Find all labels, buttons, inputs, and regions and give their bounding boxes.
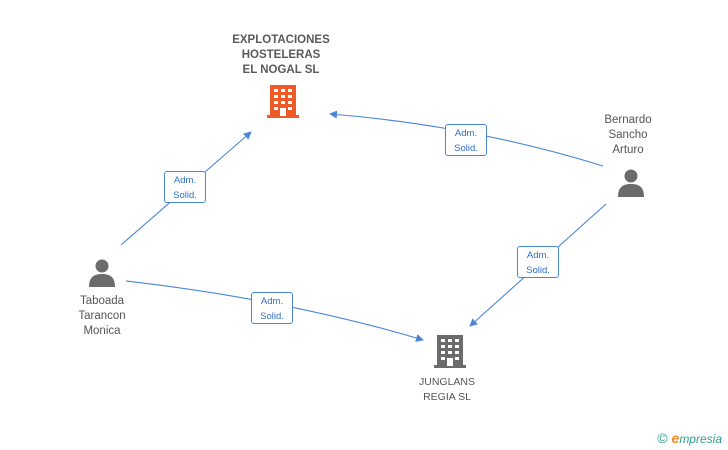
company-main-name: EXPLOTACIONES HOSTELERAS EL NOGAL SL (232, 34, 330, 76)
person-left-name: Taboada Tarancon Monica (78, 295, 126, 337)
relation-badge-left-secondary[interactable]: Adm. Solid. (251, 292, 293, 324)
building-icon[interactable] (266, 83, 300, 119)
brand-name: mpresia (679, 432, 722, 446)
copyright-symbol: © (657, 430, 668, 446)
relation-badge-right-main[interactable]: Adm. Solid. (445, 124, 487, 156)
person-icon[interactable] (87, 258, 117, 288)
relation-badge-left-main[interactable]: Adm. Solid. (164, 171, 206, 203)
person-right-name: Bernardo Sancho Arturo (604, 114, 652, 156)
relation-badge-right-secondary[interactable]: Adm. Solid. (517, 246, 559, 278)
brand-initial: e (671, 430, 680, 446)
company-secondary-name: JUNGLANS REGIA SL (418, 376, 475, 403)
brand-watermark: ©empresia (657, 430, 722, 446)
building-icon[interactable] (433, 333, 467, 369)
person-icon[interactable] (616, 168, 646, 198)
